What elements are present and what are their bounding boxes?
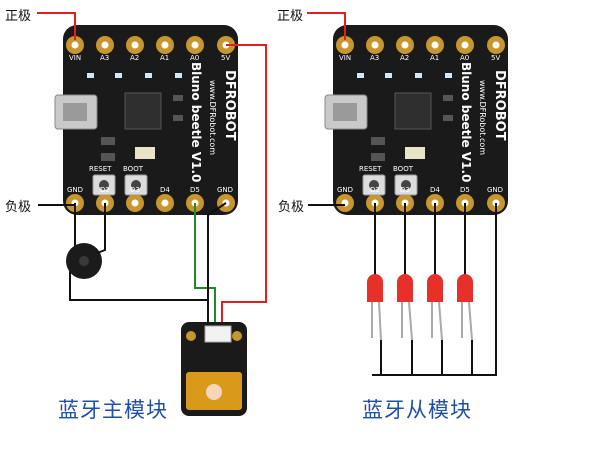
positive-pointer-right bbox=[307, 12, 346, 40]
pin-label: D3 bbox=[130, 186, 140, 194]
pin-label: A1 bbox=[430, 54, 439, 62]
pin-label: D4 bbox=[160, 186, 170, 194]
right-board-text: VIN A3 A2 A1 A0 5V GND D2 D3 D4 D5 GND R… bbox=[337, 54, 507, 194]
pin-label: A3 bbox=[370, 54, 379, 62]
led-4 bbox=[457, 274, 473, 341]
reset-label: RESET bbox=[89, 165, 112, 173]
positive-label-left: 正极 bbox=[5, 9, 32, 24]
pin-label: D4 bbox=[430, 186, 440, 194]
board-url: www.DFRobot.com bbox=[478, 80, 487, 155]
buzzer bbox=[66, 243, 102, 279]
wire-buzzer-gnd bbox=[69, 203, 208, 301]
board-brand: DFROBOT bbox=[222, 70, 237, 141]
board-brand: DFROBOT bbox=[492, 70, 507, 141]
left-board-text: VIN A3 A2 A1 A0 5V GND D2 D3 D4 D5 GND R… bbox=[67, 54, 237, 194]
pin-label: A2 bbox=[400, 54, 409, 62]
pin-label: A3 bbox=[100, 54, 109, 62]
touch-sensor-module bbox=[181, 322, 247, 416]
wire-5v-left bbox=[221, 44, 267, 322]
pin-label: D5 bbox=[190, 186, 200, 194]
negative-label-left: 负极 bbox=[5, 200, 32, 215]
pin-label: VIN bbox=[339, 54, 351, 62]
pin-label: D5 bbox=[460, 186, 470, 194]
board-model: Bluno beetle V1.0 bbox=[459, 62, 473, 182]
pin-label: A0 bbox=[190, 54, 199, 62]
wire-d5-left bbox=[194, 203, 216, 322]
board-model: Bluno beetle V1.0 bbox=[189, 62, 203, 182]
positive-label-right: 正极 bbox=[277, 9, 304, 24]
led-1 bbox=[367, 274, 383, 341]
reset-label: RESET bbox=[359, 165, 382, 173]
board-url: www.DFRobot.com bbox=[208, 80, 217, 155]
pin-label: 5V bbox=[491, 54, 500, 62]
wire-gnd-left bbox=[207, 202, 227, 322]
led-wires bbox=[372, 203, 497, 376]
pin-label: D2 bbox=[370, 186, 380, 194]
master-caption: 蓝牙主模块 bbox=[58, 398, 168, 422]
pin-label: D2 bbox=[100, 186, 110, 194]
pin-label: A0 bbox=[460, 54, 469, 62]
pin-label: D3 bbox=[400, 186, 410, 194]
pin-label: A1 bbox=[160, 54, 169, 62]
pin-label: A2 bbox=[130, 54, 139, 62]
pin-label: GND bbox=[487, 186, 503, 194]
pin-label: GND bbox=[337, 186, 353, 194]
led-2 bbox=[397, 274, 413, 341]
positive-pointer-left bbox=[37, 12, 76, 40]
pin-label: 5V bbox=[221, 54, 230, 62]
negative-label-right: 负极 bbox=[278, 200, 305, 215]
slave-caption: 蓝牙从模块 bbox=[362, 398, 472, 422]
boot-label: BOOT bbox=[393, 165, 414, 173]
pin-label: GND bbox=[67, 186, 83, 194]
finger-icon bbox=[206, 384, 222, 400]
pin-label: VIN bbox=[69, 54, 81, 62]
pin-label: GND bbox=[217, 186, 233, 194]
led-3 bbox=[427, 274, 443, 341]
boot-label: BOOT bbox=[123, 165, 144, 173]
